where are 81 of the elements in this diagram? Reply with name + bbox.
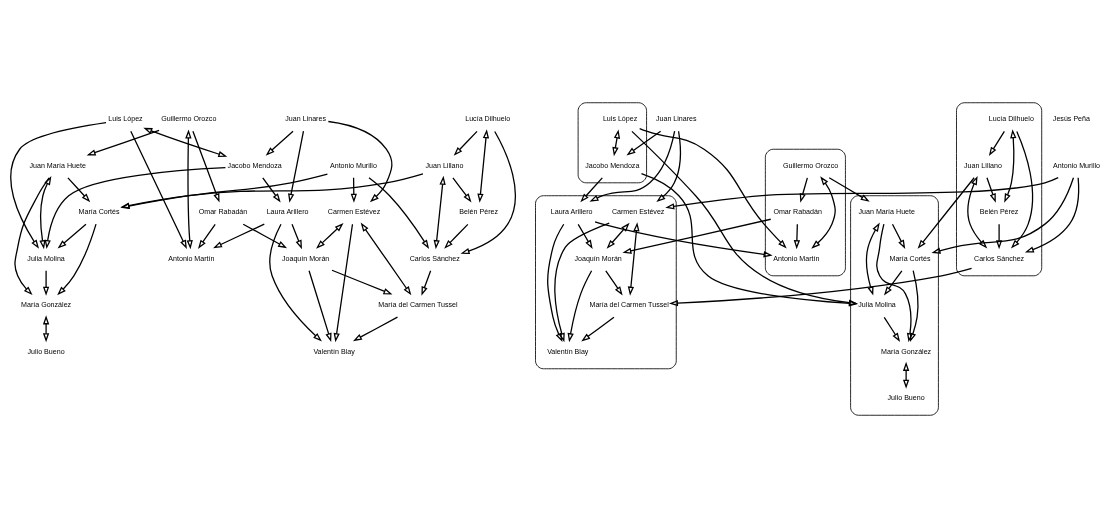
arrow xyxy=(242,223,288,249)
arrow xyxy=(622,218,772,254)
arrow xyxy=(291,223,302,250)
arrow xyxy=(793,223,801,250)
arrow xyxy=(120,173,329,210)
arrow xyxy=(612,129,621,157)
arrow xyxy=(567,270,593,343)
arrow xyxy=(57,223,97,296)
arrow xyxy=(967,175,988,249)
arrow xyxy=(42,315,50,343)
arrow xyxy=(606,222,630,249)
arrow xyxy=(665,177,1059,210)
arrow xyxy=(547,223,565,343)
arrow xyxy=(433,175,446,250)
arrow xyxy=(452,177,472,203)
arrow xyxy=(352,316,399,342)
arrow xyxy=(828,177,870,202)
arrow xyxy=(444,223,469,249)
arrow xyxy=(185,129,193,250)
arrow xyxy=(308,270,332,343)
arrow xyxy=(460,130,516,254)
arrow xyxy=(39,176,52,250)
arrow xyxy=(902,361,910,389)
arrow xyxy=(627,222,640,296)
arrow xyxy=(631,130,858,306)
arrow xyxy=(589,130,676,202)
arrow xyxy=(198,223,216,249)
arrow xyxy=(143,127,228,158)
arrow xyxy=(331,269,393,295)
arrow xyxy=(581,316,615,342)
arrow xyxy=(910,270,919,342)
arrow xyxy=(10,122,107,249)
arrow xyxy=(265,130,294,156)
arrow xyxy=(316,223,344,249)
arrow xyxy=(14,177,50,296)
arrow xyxy=(988,130,1005,156)
arrow xyxy=(192,130,220,203)
arrow xyxy=(799,177,808,203)
arrow xyxy=(865,222,880,296)
arrow xyxy=(262,177,281,203)
arrow xyxy=(288,130,305,203)
arrow xyxy=(57,223,87,249)
arrow xyxy=(656,130,682,203)
arrow xyxy=(883,270,903,296)
arrow xyxy=(876,223,914,343)
arrow xyxy=(333,223,354,343)
arrow xyxy=(86,129,160,156)
arrow xyxy=(811,176,836,249)
cluster xyxy=(577,102,647,184)
arrow xyxy=(327,120,393,203)
arrow xyxy=(1010,130,1034,249)
arrow xyxy=(986,177,996,203)
arrow xyxy=(594,221,773,258)
arrow xyxy=(1004,129,1017,203)
arrow xyxy=(917,177,975,249)
arrow xyxy=(67,177,91,203)
arrow xyxy=(453,130,478,156)
cluster xyxy=(956,102,1043,277)
arrow xyxy=(995,223,1003,250)
arrow xyxy=(668,267,973,307)
arrow xyxy=(554,222,610,343)
arrow xyxy=(421,270,432,296)
arrow xyxy=(1024,177,1080,253)
arrow xyxy=(626,130,662,156)
arrow xyxy=(640,173,858,307)
arrow xyxy=(368,177,430,249)
arrow xyxy=(639,127,787,249)
arrow xyxy=(891,223,906,250)
arrow xyxy=(44,167,227,250)
arrow xyxy=(580,177,603,203)
arrow xyxy=(605,270,623,296)
arrow xyxy=(577,223,593,249)
arrow xyxy=(213,223,265,249)
arrow xyxy=(42,270,50,296)
arrow xyxy=(269,223,322,342)
arrow xyxy=(931,177,1075,254)
arrow xyxy=(883,316,901,342)
arrow xyxy=(477,129,490,203)
arrow xyxy=(120,173,424,209)
arrow xyxy=(360,222,412,296)
arrow xyxy=(130,130,187,249)
